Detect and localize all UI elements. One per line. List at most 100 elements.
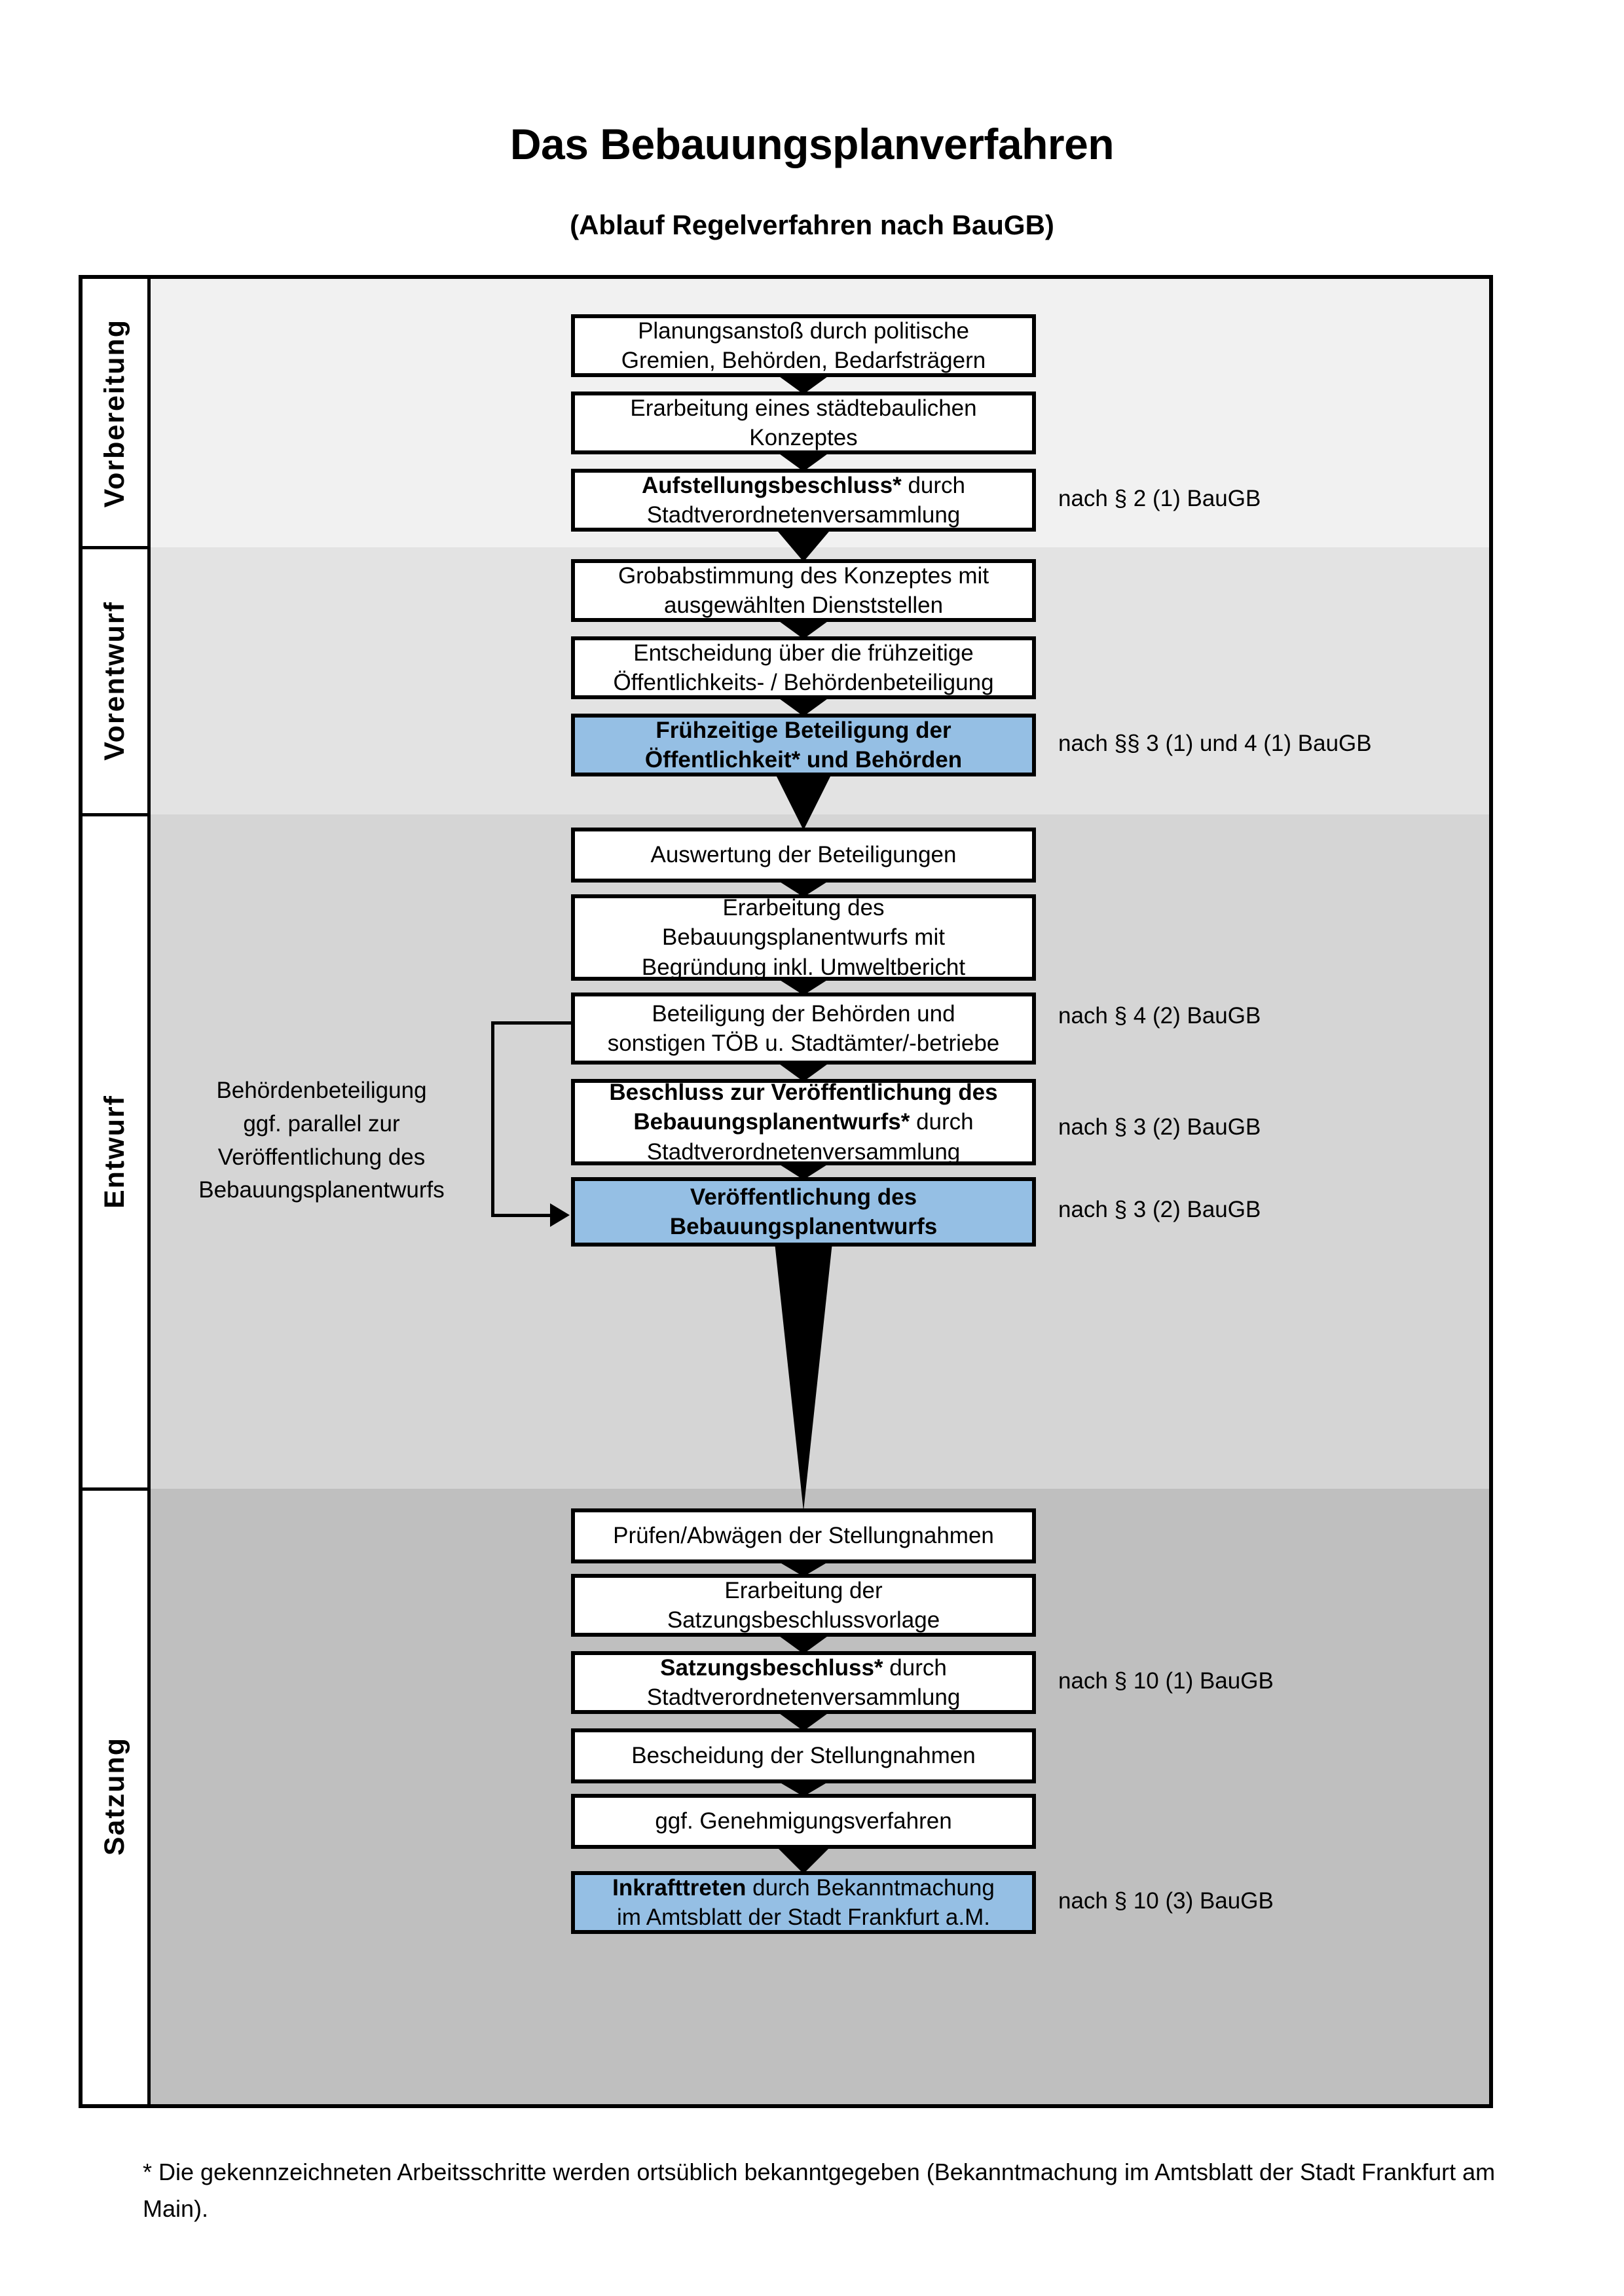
swimlane-label-vorbereitung: Vorbereitung [83, 279, 151, 547]
side-note-line: ggf. parallel zur [243, 1110, 400, 1137]
feedback-loop-vertical-segment [491, 1021, 494, 1214]
process-box-line: Erarbeitung der [724, 1577, 883, 1603]
process-box-line: Bebauungsplanentwurfs* durch [633, 1109, 974, 1135]
process-box-s12[interactable]: Prüfen/Abwägen der Stellungnahmen [571, 1508, 1036, 1563]
flow-arrow-down [775, 373, 832, 394]
process-box-text: Prüfen/Abwägen der Stellungnahmen [613, 1521, 994, 1551]
flow-arrow-down [775, 618, 832, 639]
process-box-text: Auswertung der Beteiligungen [651, 840, 957, 870]
process-box-line: im Amtsblatt der Stadt Frankfurt a.M. [617, 1904, 990, 1930]
flow-arrow-down [775, 1161, 832, 1180]
process-box-text: ggf. Genehmigungsverfahren [655, 1806, 951, 1836]
feedback-loop-top-segment [491, 1021, 571, 1025]
process-box-line: Entscheidung über die frühzeitige [633, 640, 974, 666]
side-note-line: Behördenbeteiligung [216, 1078, 427, 1103]
process-box-text: Grobabstimmung des Konzeptes mit ausgewäh… [618, 561, 989, 621]
swimlane-label-vorentwurf: Vorentwurf [83, 547, 151, 814]
process-box-line: Gremien, Behörden, Bedarfsträgern [621, 348, 986, 373]
process-box-line: Grobabstimmung des Konzeptes mit [618, 562, 989, 589]
flow-arrow-down [775, 1243, 832, 1511]
flow-arrow-down [775, 1710, 832, 1731]
process-box-s7[interactable]: Auswertung der Beteiligungen [571, 828, 1036, 883]
legal-reference-l3: nach § 4 (2) BauGB [1058, 1003, 1261, 1029]
process-box-line: Bebauungsplanentwurfs [669, 1214, 938, 1239]
process-box-line: Beteiligung der Behörden und [652, 1000, 955, 1027]
flow-arrow-down [775, 1061, 832, 1082]
process-box-text: Beteiligung der Behörden und sonstigen TÖ… [608, 999, 1000, 1059]
swimlane-label-text: Vorbereitung [99, 318, 130, 508]
flow-arrow-down [775, 773, 832, 830]
flow-arrow-down [775, 1779, 832, 1796]
process-box-line: Frühzeitige Beteiligung der [655, 717, 951, 743]
legal-reference-l6: nach § 10 (1) BauGB [1058, 1668, 1274, 1694]
flow-arrow-down [775, 879, 832, 897]
side-note-line: Bebauungsplanentwurfs [198, 1177, 445, 1203]
process-box-line: sonstigen TÖB u. Stadtämter/-betriebe [607, 1030, 1000, 1056]
process-box-line: Öffentlichkeit* und Behörden [644, 747, 963, 773]
process-box-line: Bebauungsplanentwurfs mit [662, 924, 945, 951]
swimlane-divider [83, 546, 151, 549]
process-box-line: Bescheidung der Stellungnahmen [631, 1743, 976, 1769]
process-box-s9[interactable]: Beteiligung der Behörden und sonstigen TÖ… [571, 993, 1036, 1065]
page-title: Das Bebauungsplanverfahren [509, 120, 1115, 168]
legal-reference-l4: nach § 3 (2) BauGB [1058, 1114, 1261, 1140]
process-box-line: Stadtverordnetenversammlung [646, 1139, 961, 1165]
swimlane-label-text: Entwurf [99, 1094, 130, 1209]
process-box-line: Erarbeitung des [722, 894, 885, 920]
process-box-line: Begründung inkl. Umweltbericht [641, 954, 966, 980]
swimlane-label-entwurf: Entwurf [83, 814, 151, 1489]
feedback-loop-arrowhead-icon [550, 1203, 570, 1227]
process-box-line: Aufstellungsbeschluss* durch [641, 472, 966, 498]
flow-arrow-down [775, 1633, 832, 1654]
process-box-line: Planungsanstoß durch politische [638, 318, 969, 344]
process-box-line: ausgewählten Dienststellen [663, 592, 944, 618]
legal-reference-l2: nach §§ 3 (1) und 4 (1) BauGB [1058, 731, 1372, 756]
process-box-line: Konzeptes [749, 425, 858, 450]
page-subtitle: (Ablauf Regelverfahren nach BauGB) [570, 210, 1054, 240]
process-box-s16[interactable]: ggf. Genehmigungsverfahren [571, 1794, 1036, 1849]
process-box-s4[interactable]: Grobabstimmung des Konzeptes mit ausgewäh… [571, 559, 1036, 622]
flow-arrow-down [775, 977, 832, 995]
process-box-line: Prüfen/Abwägen der Stellungnahmen [613, 1523, 994, 1549]
flow-arrow-down [775, 450, 832, 471]
flow-arrow-down [775, 528, 832, 562]
process-box-line: Satzungsbeschluss* durch [660, 1654, 947, 1681]
process-box-line: Stadtverordnetenversammlung [646, 1685, 961, 1710]
process-box-line: Veröffentlichung des [690, 1184, 917, 1210]
process-box-line: Stadtverordnetenversammlung [646, 502, 961, 528]
process-box-line: Auswertung der Beteiligungen [650, 842, 957, 868]
flow-arrow-down [775, 695, 832, 716]
flow-arrow-down [775, 1559, 832, 1576]
process-box-s15[interactable]: Bescheidung der Stellungnahmen [571, 1728, 1036, 1783]
process-box-line: Satzungsbeschlussvorlage [667, 1607, 940, 1633]
process-box-line: Öffentlichkeits- / Behördenbeteiligung [613, 670, 994, 695]
process-box-line: Erarbeitung eines städtebaulichen [630, 395, 977, 421]
process-box-line: ggf. Genehmigungsverfahren [655, 1808, 952, 1834]
flow-arrow-down [775, 1845, 832, 1874]
legal-reference-l5: nach § 3 (2) BauGB [1058, 1197, 1261, 1222]
process-box-text: Bescheidung der Stellungnahmen [631, 1741, 975, 1771]
swimlane-label-text: Vorentwurf [99, 601, 130, 761]
